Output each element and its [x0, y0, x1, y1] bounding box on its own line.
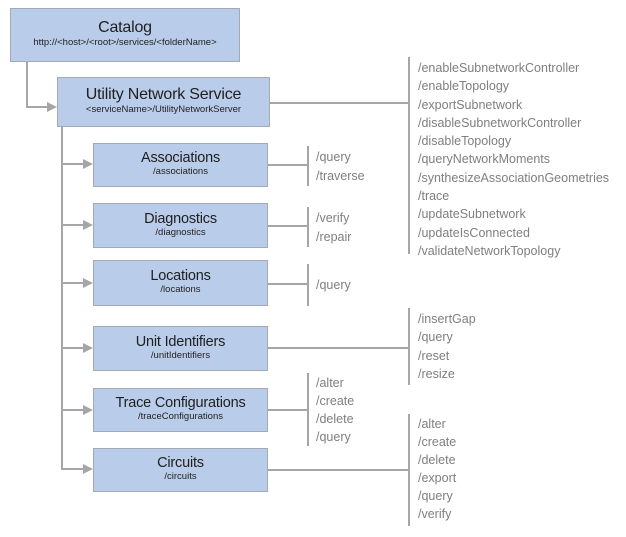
bracket-associations-ops — [307, 146, 309, 186]
unit-identifiers-node: Unit Identifiers /unitIdentifiers — [93, 326, 268, 371]
diagnostics-title: Diagnostics — [144, 210, 217, 227]
locations-node: Locations /locations — [93, 260, 268, 306]
connector-branch-trace-configurations — [61, 409, 84, 411]
connector-uns-ops — [270, 102, 409, 104]
arrowhead-icon-locations — [83, 277, 93, 288]
circuits-node: Circuits /circuits — [93, 448, 268, 492]
circuits-title: Circuits — [157, 455, 204, 472]
connector-branch-unit-identifiers — [61, 347, 84, 349]
connector-circuits-ops — [268, 469, 409, 471]
bracket-uns-ops — [408, 57, 410, 254]
arrowhead-icon-associations — [83, 158, 93, 169]
locations-title: Locations — [150, 268, 211, 285]
bracket-circuits-ops — [408, 414, 410, 526]
connector-locations-ops — [268, 283, 308, 285]
circuits-subtitle: /circuits — [164, 471, 197, 483]
bracket-locations-ops — [307, 264, 309, 306]
associations-title: Associations — [141, 150, 220, 167]
circuits-operations-list: /alter /create /delete /export /query /v… — [418, 417, 457, 521]
unit-identifiers-subtitle: /unitIdentifiers — [150, 349, 211, 361]
connector-branch-circuits — [61, 468, 84, 470]
bracket-diagnostics-ops — [307, 207, 309, 247]
locations-operations-list: /query — [316, 278, 351, 292]
connector-trunk — [61, 127, 63, 469]
connector-diagnostics-ops — [268, 225, 308, 227]
associations-operations-list: /query /traverse — [316, 150, 365, 183]
connector-branch-locations — [61, 282, 84, 284]
catalog-node: Catalog http://<host>/<root>/services/<f… — [10, 8, 240, 62]
arrowhead-icon-utility-network-service — [47, 101, 57, 112]
trace-configurations-title: Trace Configurations — [115, 395, 246, 412]
arrowhead-icon-circuits — [83, 463, 93, 474]
locations-subtitle: /locations — [160, 284, 201, 296]
trace-configurations-operations-list: /alter /create /delete /query — [316, 376, 355, 444]
bracket-trace-configurations-ops — [307, 373, 309, 446]
trace-configurations-node: Trace Configurations /traceConfiguration… — [93, 388, 268, 432]
utility-network-service-subtitle: <serviceName>/UtilityNetworkServer — [85, 104, 242, 116]
arrowhead-icon-unit-identifiers — [83, 342, 93, 353]
diagnostics-subtitle: /diagnostics — [155, 226, 206, 238]
connector-unit-identifiers-ops — [268, 347, 409, 349]
bracket-unit-identifiers-ops — [408, 308, 410, 385]
associations-subtitle: /associations — [153, 166, 208, 178]
utility-network-service-node: Utility Network Service <serviceName>/Ut… — [57, 77, 270, 127]
unit-identifiers-title: Unit Identifiers — [135, 333, 226, 350]
connector-catalog-across — [26, 106, 48, 108]
associations-node: Associations /associations — [93, 143, 268, 187]
catalog-subtitle: http://<host>/<root>/services/<folderNam… — [33, 37, 217, 49]
unit-identifiers-operations-list: /insertGap /query /reset /resize — [418, 312, 476, 381]
connector-branch-associations — [61, 163, 84, 165]
uns-operations-list: /enableSubnetworkController /enableTopol… — [418, 61, 610, 258]
connector-catalog-down — [26, 62, 28, 107]
trace-configurations-subtitle: /traceConfigurations — [137, 411, 224, 423]
catalog-title: Catalog — [98, 19, 152, 37]
arrowhead-icon-diagnostics — [83, 219, 93, 230]
diagnostics-operations-list: /verify /repair — [316, 211, 352, 244]
connector-trace-configurations-ops — [268, 409, 308, 411]
diagnostics-node: Diagnostics /diagnostics — [93, 203, 268, 248]
arrowhead-icon-trace-configurations — [83, 404, 93, 415]
connector-branch-diagnostics — [61, 224, 84, 226]
utility-network-service-title: Utility Network Service — [85, 86, 242, 104]
connector-associations-ops — [268, 164, 308, 166]
